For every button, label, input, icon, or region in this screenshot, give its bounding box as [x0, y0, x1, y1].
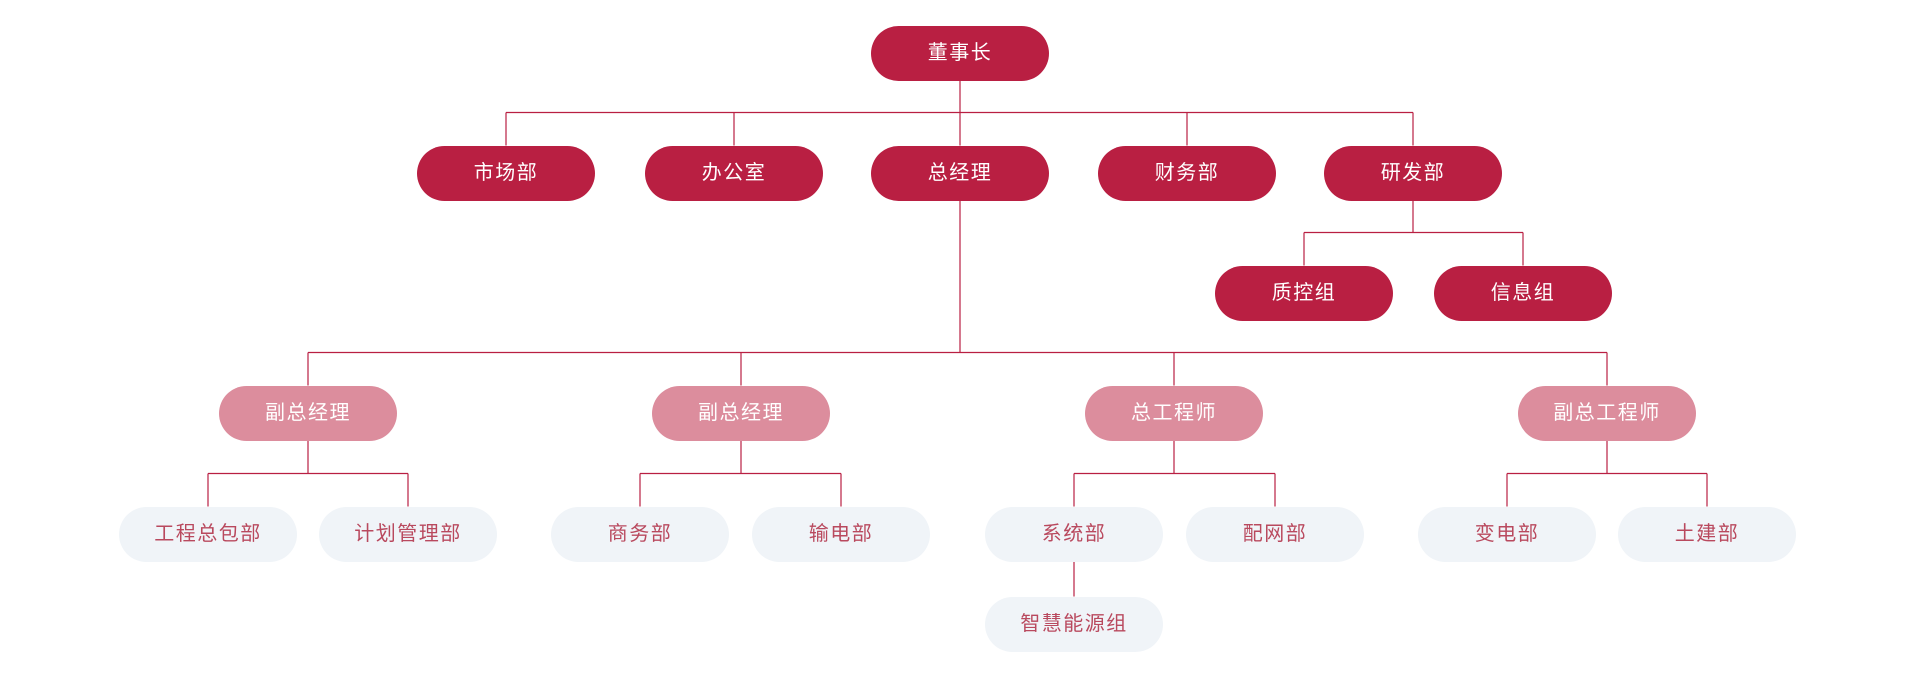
org-node-marketing-dept[interactable]: 市场部 — [417, 145, 595, 201]
org-node-label: 副总经理 — [698, 402, 784, 424]
org-node-distribution-dept[interactable]: 配网部 — [1186, 506, 1364, 562]
org-node-chairman[interactable]: 董事长 — [871, 25, 1049, 81]
org-node-label: 变电部 — [1474, 523, 1540, 545]
org-node-label: 董事长 — [927, 42, 993, 64]
org-node-civil-dept[interactable]: 土建部 — [1618, 506, 1796, 562]
org-node-label: 信息组 — [1490, 282, 1556, 304]
org-node-epc-dept[interactable]: 工程总包部 — [119, 506, 297, 562]
org-node-label: 质控组 — [1271, 282, 1337, 304]
org-node-deputy-gm-2[interactable]: 副总经理 — [652, 385, 830, 441]
org-node-label: 副总经理 — [265, 402, 351, 424]
org-node-office[interactable]: 办公室 — [645, 145, 823, 201]
org-node-label: 智慧能源组 — [1020, 613, 1128, 635]
org-node-label: 总工程师 — [1131, 402, 1217, 424]
org-node-deputy-chief-engineer[interactable]: 副总工程师 — [1518, 385, 1696, 441]
org-node-general-manager[interactable]: 总经理 — [871, 145, 1049, 201]
org-node-deputy-gm-1[interactable]: 副总经理 — [219, 385, 397, 441]
org-node-label: 土建部 — [1674, 523, 1740, 545]
org-node-label: 输电部 — [808, 523, 874, 545]
org-node-information-group[interactable]: 信息组 — [1434, 265, 1612, 321]
org-node-label: 财务部 — [1154, 162, 1220, 184]
org-node-chief-engineer[interactable]: 总工程师 — [1085, 385, 1263, 441]
org-node-label: 总经理 — [927, 162, 993, 184]
org-node-smart-energy-group[interactable]: 智慧能源组 — [985, 596, 1163, 652]
org-node-label: 工程总包部 — [154, 523, 262, 545]
org-node-label: 市场部 — [473, 162, 539, 184]
org-node-label: 商务部 — [607, 523, 673, 545]
org-node-label: 配网部 — [1242, 523, 1308, 545]
org-node-quality-control-group[interactable]: 质控组 — [1215, 265, 1393, 321]
org-node-rnd-dept[interactable]: 研发部 — [1324, 145, 1502, 201]
org-node-label: 研发部 — [1380, 162, 1446, 184]
org-node-commerce-dept[interactable]: 商务部 — [551, 506, 729, 562]
org-node-substation-dept[interactable]: 变电部 — [1418, 506, 1596, 562]
org-node-label: 副总工程师 — [1553, 402, 1661, 424]
org-node-label: 计划管理部 — [354, 523, 462, 545]
org-node-systems-dept[interactable]: 系统部 — [985, 506, 1163, 562]
org-node-planning-mgmt-dept[interactable]: 计划管理部 — [319, 506, 497, 562]
org-node-label: 办公室 — [701, 162, 767, 184]
org-node-label: 系统部 — [1041, 523, 1107, 545]
org-node-finance-dept[interactable]: 财务部 — [1098, 145, 1276, 201]
org-node-transmission-dept[interactable]: 输电部 — [752, 506, 930, 562]
